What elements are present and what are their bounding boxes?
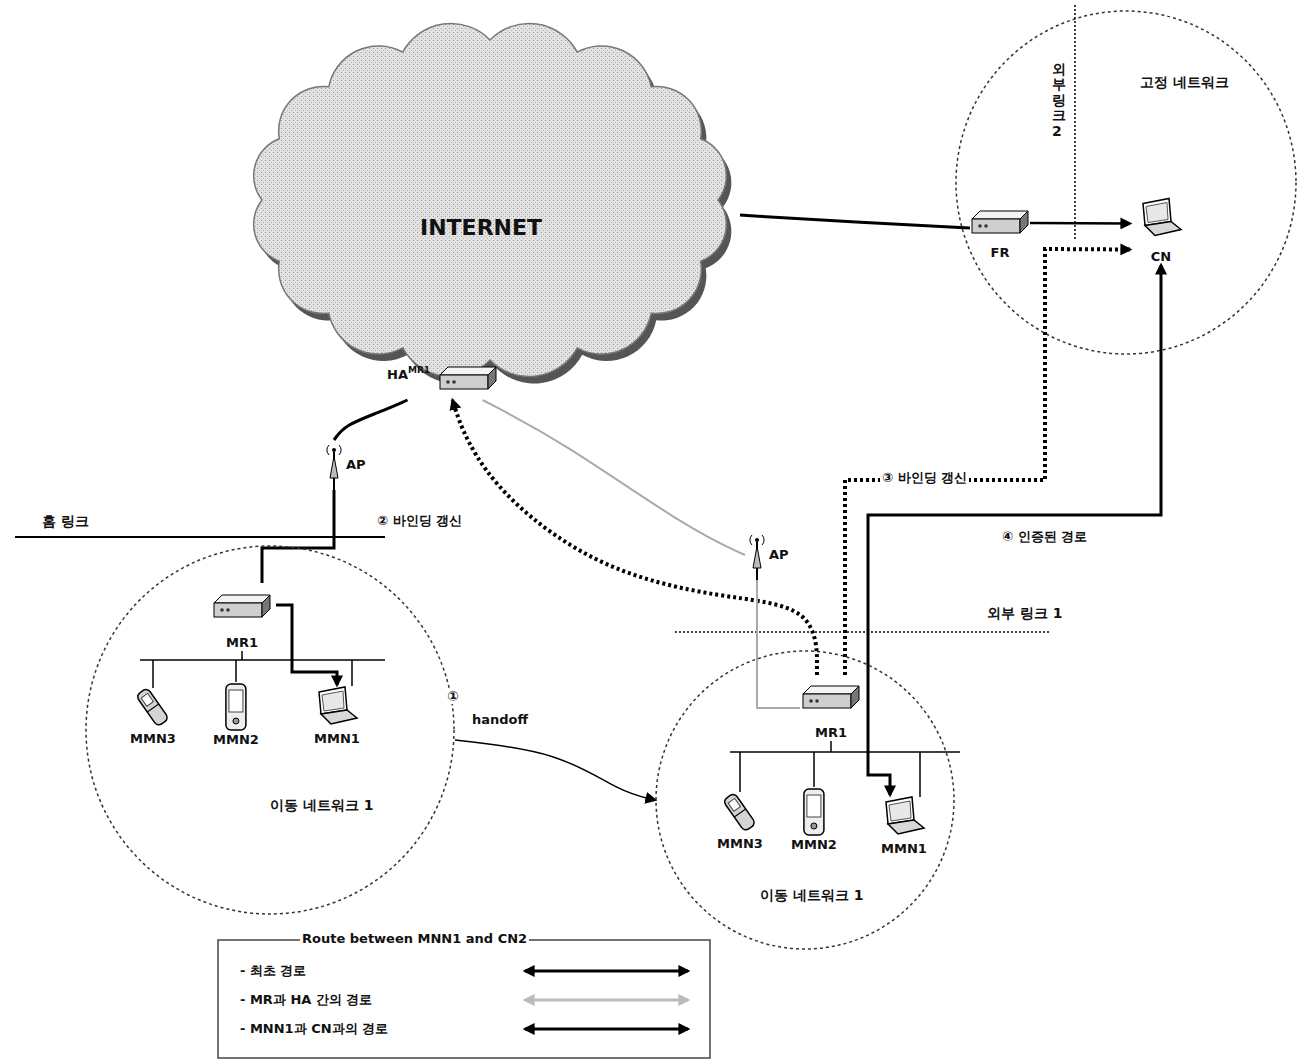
node-label: MR1 [815,725,847,740]
node-label: MMN3 [130,731,176,746]
text-wrap: 고정 네트워크 [1140,72,1229,92]
node-label: MMN2 [213,732,259,747]
node-label: MR1 [226,635,258,650]
mobile-network: 이동 네트워크 1 MR1MMN3 MMN2 MMN1 [85,545,455,915]
legend-box [218,940,710,1058]
node-label: FR [991,245,1010,260]
mobile-router: MR1 [208,583,276,651]
route-connector [453,400,818,675]
route-connector [868,265,1161,795]
node-label: 이동 네트워크 1 [760,887,864,905]
node-label: MMN2 [791,837,837,852]
node-label: 이동 네트워크 1 [270,797,374,815]
access-point: AP [745,530,795,580]
foreign-link-line [675,631,1050,633]
node-label: MMN1 [881,841,927,856]
network-boundary [955,10,1297,355]
legend-title: Route between MNN1 and CN2 [300,931,529,946]
legend-sample [525,970,688,973]
cloud-shape [240,15,740,395]
mobile-node: MMN1 [305,685,369,747]
text-wrap: MMN2 [787,834,841,853]
text-wrap: MMN3 [125,728,181,747]
node-label: MR1 [408,365,430,375]
node-label: INTERNET [420,215,542,240]
text-wrap: INTERNET [420,215,542,240]
edge-label: ④ 인증된 경로 [1000,528,1089,546]
route-connector [334,400,408,440]
edge-label: ② 바인딩 갱신 [375,512,464,530]
mobile-node: MMN3 [712,790,768,852]
route-connector [262,490,334,583]
link-label: 외부 링크 1 [985,605,1065,623]
route-connector [483,400,746,555]
route-connector [757,580,800,708]
edge-label: ③ 바인딩 갱신 [880,469,969,487]
text-wrap: MMN3 [712,833,768,852]
internet-cloud: INTERNET HAMR1 [240,15,740,395]
legend-text: - 최초 경로 [240,962,306,980]
mobile-node: MMN2 [209,680,263,748]
link-label: 외부 링크 2 [1052,62,1066,139]
node-label: AP [346,457,366,472]
node-label: HA [387,367,408,382]
route-connector [845,249,1130,675]
fixed-router: FR [970,205,1030,261]
mobile-node: MMN3 [125,685,181,747]
edge-label: handoff [470,712,530,727]
mobile-node: MMN1 [872,795,936,857]
route-connector [1030,222,1130,225]
text-wrap: 이동 네트워크 1 [270,795,374,815]
text-wrap: MMN1 [872,838,936,857]
link-label: 홈 링크 [40,513,91,531]
callout-number: ① [445,688,461,704]
mobile-router: MR1 [800,675,862,741]
text-wrap: AP [346,454,366,473]
text-wrap: MR1 [208,632,276,651]
fixed-network: 고정 네트워크 FR CN [955,10,1297,355]
foreign-link-line [1074,5,1076,240]
text-wrap: HAMR1 [387,364,430,383]
text-wrap: AP [769,544,789,563]
home-agent-router: HAMR1 [385,358,500,400]
node-label: AP [769,547,789,562]
legend-text: - MR과 HA 간의 경로 [240,991,372,1009]
mobile-network: 이동 네트워크 1 MR1MMN3 MMN2 MMN1 [655,650,955,950]
text-wrap: 이동 네트워크 1 [760,885,864,905]
text-wrap: MMN2 [209,729,263,748]
text-wrap: FR [970,242,1030,261]
text-wrap: MMN1 [305,728,369,747]
text-wrap: MR1 [800,722,862,741]
route-connector [455,740,655,800]
route-connector [740,215,970,228]
correspondent-node: CN [1130,190,1192,265]
bus-lines [140,651,960,797]
home-link-line [15,536,385,538]
mobile-node: MMN2 [787,785,841,853]
node-label: MMN1 [314,731,360,746]
access-point: AP [322,440,372,490]
legend-sample [525,1028,688,1031]
text-wrap: CN [1130,246,1192,265]
route-connector [276,605,337,685]
node-label: MMN3 [717,836,763,851]
node-label: 고정 네트워크 [1140,74,1229,92]
legend-text: - MNN1과 CN과의 경로 [240,1020,388,1038]
node-label: CN [1151,249,1171,264]
legend-sample [525,999,688,1002]
